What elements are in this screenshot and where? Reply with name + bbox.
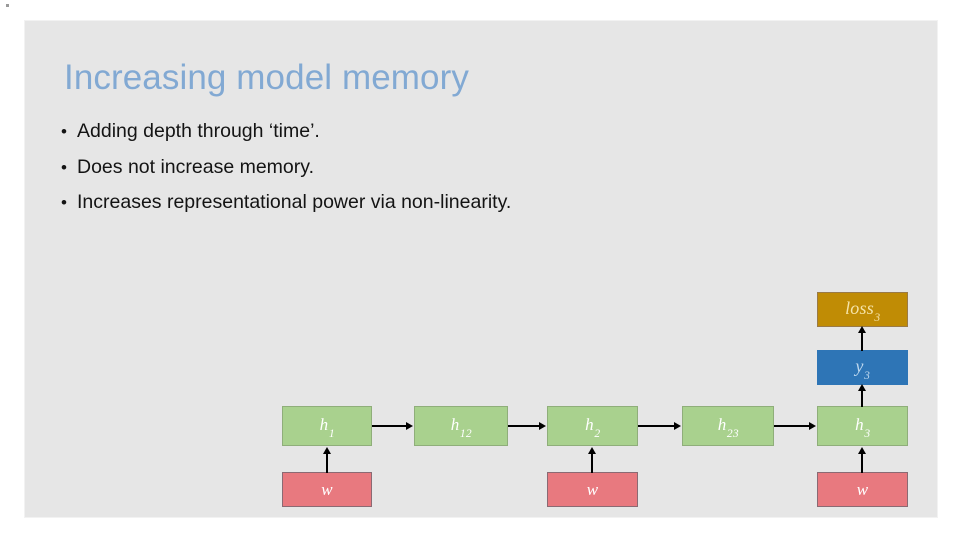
page-title: Increasing model memory bbox=[64, 58, 469, 97]
edge-y3-to-loss3 bbox=[861, 333, 863, 351]
bullet-marker-icon: • bbox=[61, 122, 67, 141]
node-y3: y3 bbox=[817, 350, 908, 385]
node-h12: h12 bbox=[414, 406, 508, 446]
edge-h12-to-h2-arrowhead-icon bbox=[539, 421, 546, 430]
edge-w1-to-h1 bbox=[326, 454, 328, 473]
list-item-label: Increases representational power via non… bbox=[77, 191, 512, 213]
edge-h23-to-h3-arrowhead-icon bbox=[809, 421, 816, 430]
edge-h2-to-h23-arrowhead-icon bbox=[674, 421, 681, 430]
presentation-slide: Increasing model memory • Adding depth t… bbox=[24, 20, 938, 518]
edge-h2-to-h23 bbox=[638, 425, 675, 427]
node-y3-label: y3 bbox=[855, 355, 871, 383]
node-h3: h3 bbox=[817, 406, 908, 446]
list-item-label: Adding depth through ‘time’. bbox=[77, 120, 320, 142]
node-w-1: w bbox=[282, 472, 372, 507]
capture-artifact-speck bbox=[6, 4, 9, 7]
edge-w1-to-h1-arrowhead-icon bbox=[322, 447, 331, 454]
list-item: • Adding depth through ‘time’. bbox=[61, 120, 841, 142]
node-w-3-label: w bbox=[856, 479, 869, 499]
edge-w3-to-h3 bbox=[861, 454, 863, 473]
bullet-list: • Adding depth through ‘time’. • Does no… bbox=[61, 120, 841, 229]
node-h23: h23 bbox=[682, 406, 774, 446]
edge-h12-to-h2 bbox=[508, 425, 540, 427]
node-h2: h2 bbox=[547, 406, 638, 446]
node-w-1-label: w bbox=[321, 479, 333, 499]
node-h1-label: h1 bbox=[319, 414, 335, 441]
node-h23-label: h23 bbox=[717, 414, 739, 441]
edge-h1-to-h12-arrowhead-icon bbox=[406, 421, 413, 430]
node-w-2-label: w bbox=[586, 479, 599, 499]
node-loss3: loss3 bbox=[817, 292, 908, 327]
node-h1: h1 bbox=[282, 406, 372, 446]
node-w-3: w bbox=[817, 472, 908, 507]
edge-h23-to-h3 bbox=[774, 425, 810, 427]
edge-y3-to-loss3-arrowhead-icon bbox=[857, 326, 866, 333]
edge-h3-to-y3-arrowhead-icon bbox=[857, 384, 866, 391]
list-item-label: Does not increase memory. bbox=[77, 155, 314, 178]
node-loss3-label: loss3 bbox=[845, 297, 881, 325]
node-h2-label: h2 bbox=[585, 414, 601, 441]
list-item: • Increases representational power via n… bbox=[61, 191, 841, 213]
edge-w2-to-h2-arrowhead-icon bbox=[587, 447, 596, 454]
list-item: • Does not increase memory. bbox=[61, 155, 841, 178]
node-h12-label: h12 bbox=[450, 414, 472, 441]
bullet-marker-icon: • bbox=[61, 193, 67, 212]
edge-h1-to-h12 bbox=[372, 425, 407, 427]
edge-w2-to-h2 bbox=[591, 454, 593, 473]
bullet-marker-icon: • bbox=[61, 157, 67, 177]
edge-w3-to-h3-arrowhead-icon bbox=[857, 447, 866, 454]
node-w-2: w bbox=[547, 472, 638, 507]
edge-h3-to-y3 bbox=[861, 391, 863, 407]
node-h3-label: h3 bbox=[855, 414, 871, 441]
